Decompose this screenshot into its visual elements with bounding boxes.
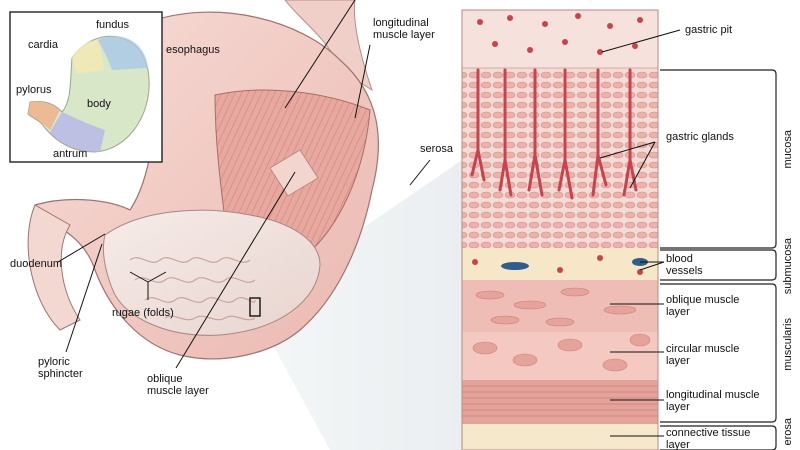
mucosa-bracket [660, 69, 777, 249]
inset-label-pylorus: pylorus [16, 84, 52, 96]
bracket-label-submucosa: submucosa [782, 238, 794, 295]
tissue-section-block [461, 9, 659, 450]
label-rugae: rugae (folds) [112, 307, 174, 319]
label-duodenum: duodenum [10, 258, 62, 270]
rugae-folds [129, 257, 256, 321]
inset-label-antrum: antrum [53, 148, 88, 160]
inset-cardia-region [72, 40, 104, 74]
label-oblique-muscle-layer: oblique muscle layer [147, 373, 209, 397]
label-gastric-pit: gastric pit [685, 24, 733, 36]
label-section-longitudinal: longitudinal muscle layer [666, 389, 760, 413]
submucosa-bracket [660, 249, 777, 281]
muscularis-bracket [660, 283, 777, 423]
label-serosa: serosa [420, 143, 454, 155]
inset-pylorus-region [28, 101, 60, 130]
inset-label-fundus: fundus [96, 19, 130, 31]
section-location-box [249, 297, 261, 317]
inset-label-cardia: cardia [28, 39, 58, 51]
inset-antrum-region [50, 112, 105, 152]
label-section-oblique: oblique muscle layer [666, 294, 740, 318]
inset-label-body: body [87, 98, 111, 110]
bracket-label-serosa: erosa [782, 418, 794, 446]
label-longitudinal-muscle-layer: longitudinal muscle layer [373, 17, 435, 41]
bracket-label-mucosa: mucosa [782, 130, 794, 169]
label-section-circular: circular muscle layer [666, 343, 740, 367]
label-section-connective: connective tissue layer [666, 427, 751, 450]
esophagus-shape [284, 0, 373, 92]
duodenum-shape [27, 204, 81, 331]
bracket-label-muscularis: muscularis [782, 318, 794, 371]
stomach-interior [102, 209, 321, 336]
zoom-funnel [258, 160, 462, 450]
label-blood-vessels: blood vessels [666, 253, 703, 277]
label-gastric-glands: gastric glands [666, 131, 734, 143]
inset-fundus-region [98, 36, 148, 70]
label-pyloric-sphincter: pyloric sphincter [38, 356, 83, 380]
label-esophagus: esophagus [166, 44, 220, 56]
